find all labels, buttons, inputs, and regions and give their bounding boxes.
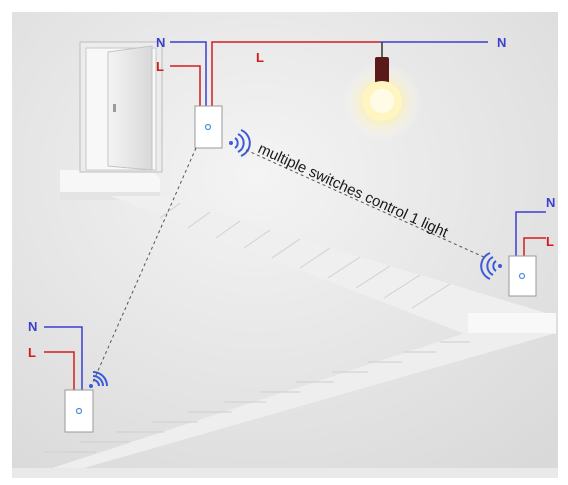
wireless-link-top-to-right (245, 149, 487, 259)
floor (12, 468, 558, 478)
right-wiring (515, 211, 546, 258)
top-wiring (170, 41, 488, 106)
left-neutral-label: N (28, 319, 37, 334)
upper-stair-steps (159, 202, 451, 309)
wireless-link-top-to-left (92, 147, 197, 383)
upper-landing (60, 170, 160, 198)
lower-staircase (40, 333, 556, 472)
left-switch-live-wire (44, 351, 75, 392)
light-live-label: L (256, 50, 264, 65)
right-wall-switch-icon (508, 255, 537, 297)
right-live-label: L (546, 234, 554, 249)
light-neutral-label: N (497, 35, 506, 50)
top-switch-neutral-wire (170, 41, 207, 106)
right-switch-neutral-wire (515, 211, 546, 258)
light-bulb-icon (342, 42, 422, 142)
top-neutral-label: N (156, 35, 165, 50)
left-wall-switch-icon (64, 389, 94, 433)
top-switch-live-wire (170, 65, 201, 106)
wireless-links (92, 147, 487, 383)
left-wiring (44, 326, 83, 392)
light-live-wire (211, 41, 380, 106)
top-wall-switch-icon (194, 105, 223, 149)
upper-staircase (110, 196, 556, 334)
right-neutral-label: N (546, 195, 555, 210)
left-live-label: L (28, 345, 36, 360)
right-switch-live-wire (523, 237, 546, 258)
door-icon (79, 41, 163, 173)
middle-landing (468, 313, 556, 333)
top-wireless-signal-icon (229, 129, 251, 157)
right-wireless-signal-icon (480, 252, 502, 280)
top-live-label: L (156, 59, 164, 74)
lower-stair-steps (44, 341, 470, 453)
left-switch-neutral-wire (44, 326, 83, 392)
